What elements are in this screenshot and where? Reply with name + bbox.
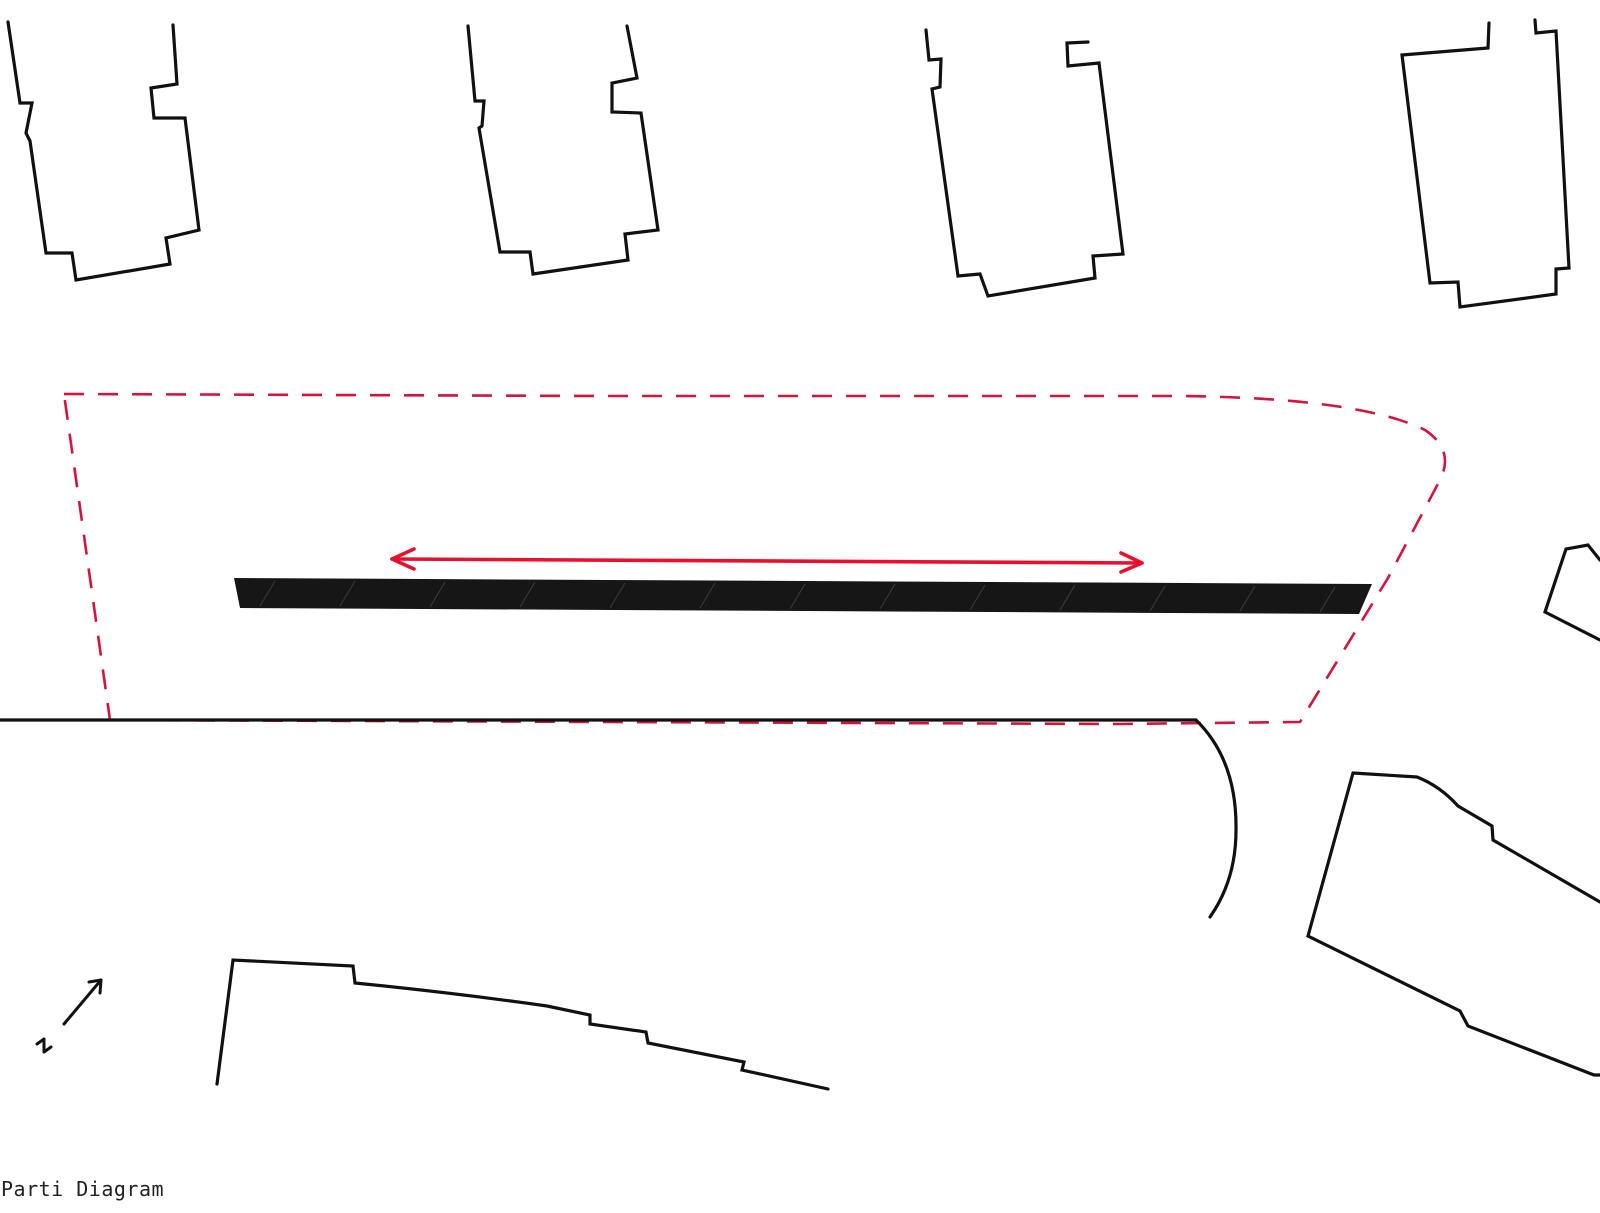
movement-arrow [390,547,1144,574]
context-building-southeast [1306,771,1600,1077]
north-arrow-shaft [62,978,103,1026]
proposed-building-bar [234,578,1372,614]
context-building-4 [1400,18,1571,309]
building-bar-hatching [259,580,1336,613]
movement-arrow-head-left [390,547,416,571]
movement-arrow-shaft [390,557,1144,565]
context-building-east-partial [1543,543,1600,642]
context-buildings-north [6,18,1571,309]
context-building-3 [924,28,1125,298]
movement-arrow-head-right [1119,551,1144,574]
context-building-1 [6,20,201,282]
north-arrow-head [87,978,103,995]
diagram-caption: Parti Diagram [1,1177,165,1201]
building-bar-fill [234,578,1372,614]
north-arrow-icon [35,978,103,1054]
street-edge [0,718,1238,919]
north-arrow-n-glyph [35,1037,53,1054]
context-building-south [215,958,830,1091]
context-building-2 [466,24,660,276]
site-boundary [62,392,1447,726]
